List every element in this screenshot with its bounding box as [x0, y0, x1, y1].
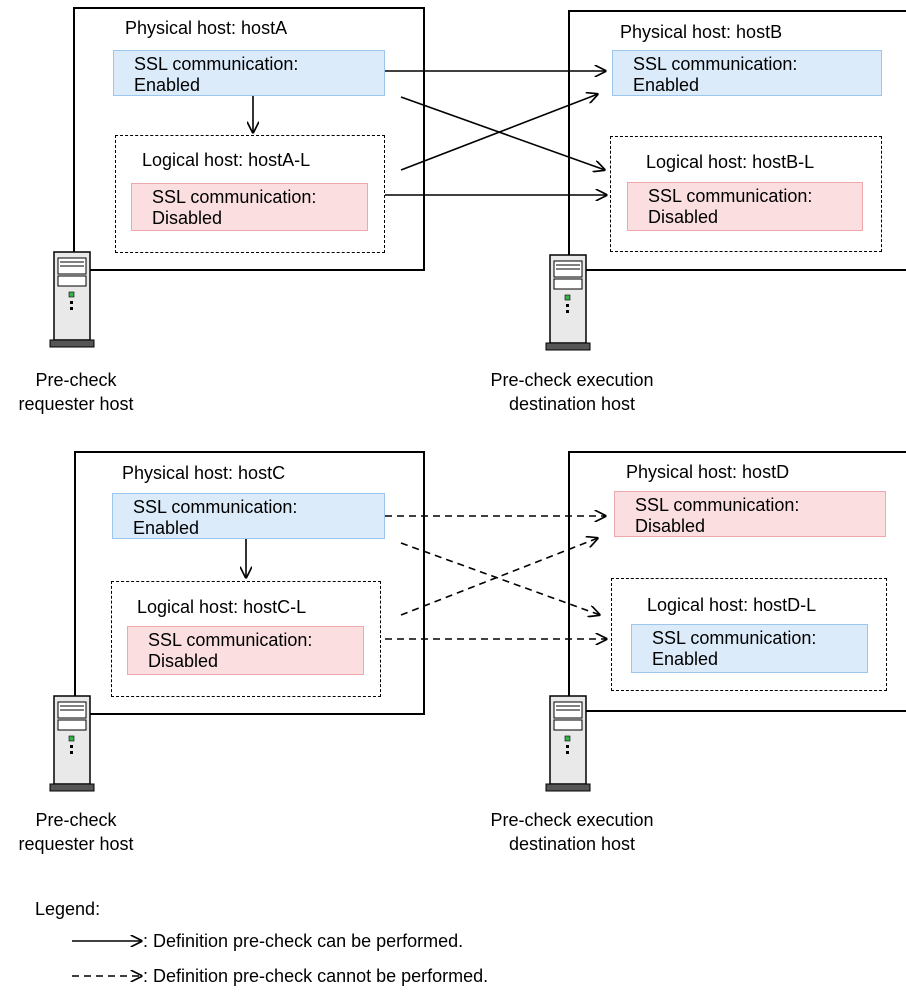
ssl-status-hostD: SSL communication: Disabled [614, 491, 886, 537]
physical-host-title-hostD: Physical host: hostD [626, 462, 790, 482]
server-icon [49, 695, 95, 792]
ssl-status-hostA-L: SSL communication: Disabled [131, 183, 368, 231]
arrow-hostA-L-to-hostB [400, 94, 598, 171]
ssl-status-hostA: SSL communication: Enabled [113, 50, 385, 96]
destination-host-caption-2: Pre-check execution destination host [490, 810, 654, 854]
arrow-hostA-to-hostB-L [400, 96, 605, 170]
arrow-hostC-L-to-hostD [400, 538, 598, 616]
legend-dashed-label: : Definition pre-check cannot be perform… [143, 966, 489, 986]
legend-solid-label: : Definition pre-check can be performed. [143, 931, 464, 951]
logical-host-box-hostC-L [111, 581, 381, 697]
ssl-status-hostB: SSL communication: Enabled [612, 50, 882, 96]
logical-host-title-hostB-L: Logical host: hostB-L [646, 152, 815, 172]
server-icon [49, 251, 95, 348]
server-icon [545, 254, 591, 351]
physical-host-title-hostB: Physical host: hostB [620, 22, 783, 42]
destination-host-caption-1: Pre-check execution destination host [490, 370, 654, 414]
requester-host-caption-1: Pre-check requester host [18, 370, 134, 414]
ssl-status-hostC: SSL communication: Enabled [112, 493, 385, 539]
ssl-status-hostD-L: SSL communication: Enabled [631, 624, 868, 673]
physical-host-title-hostC: Physical host: hostC [122, 463, 286, 483]
arrow-hostC-to-hostD-L [400, 542, 600, 615]
logical-host-title-hostA-L: Logical host: hostA-L [142, 150, 311, 170]
logical-host-title-hostD-L: Logical host: hostD-L [647, 595, 817, 615]
ssl-status-hostB-L: SSL communication: Disabled [627, 182, 863, 231]
requester-host-caption-2: Pre-check requester host [18, 810, 134, 854]
logical-host-box-hostB-L [610, 136, 882, 252]
ssl-status-hostC-L: SSL communication: Disabled [127, 626, 364, 675]
legend-title: Legend: [35, 899, 101, 919]
logical-host-title-hostC-L: Logical host: hostC-L [137, 597, 307, 617]
server-icon [545, 695, 591, 792]
logical-host-box-hostA-L [115, 135, 385, 253]
physical-host-title-hostA: Physical host: hostA [125, 18, 288, 38]
logical-host-box-hostD-L [611, 578, 887, 691]
